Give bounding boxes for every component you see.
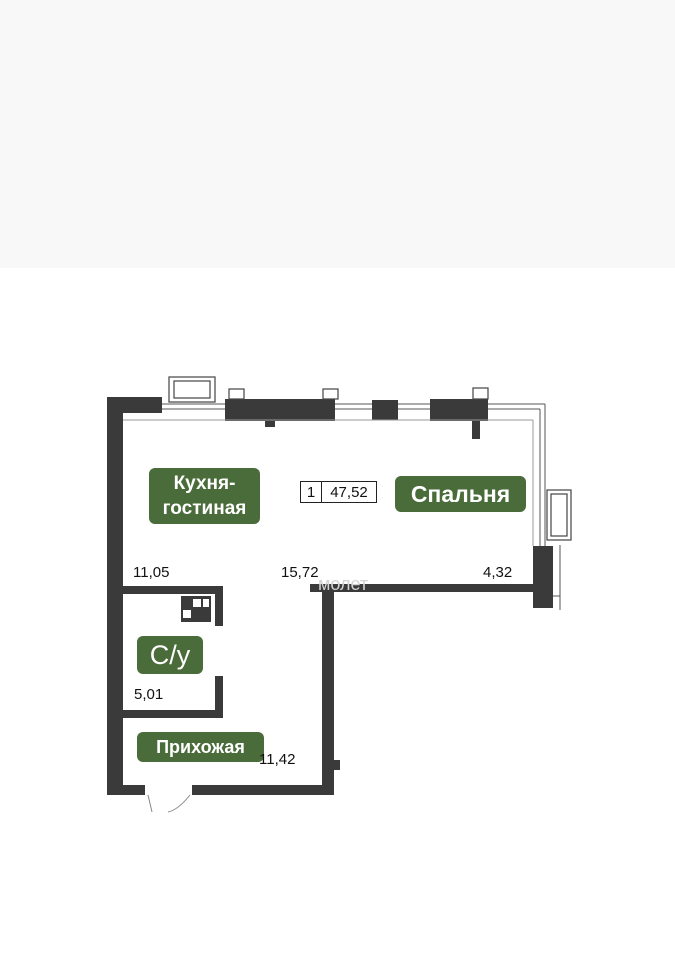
wall-bottom-left: [107, 785, 145, 795]
total-area: 47,52: [322, 481, 377, 503]
wall-wc-top: [123, 586, 223, 594]
area-bedroom: 15,72: [281, 564, 319, 581]
entrance-door: [147, 794, 191, 813]
room-label-kitchen-living: Кухня- гостиная: [149, 468, 260, 524]
room-label-bathroom: С/у: [137, 636, 203, 674]
area-kitchen-living: 11,05: [133, 564, 170, 581]
wall-top-pier-1: [225, 399, 335, 421]
window-lines: [123, 403, 561, 610]
walls: [107, 397, 553, 795]
area-bathroom: 5,01: [134, 686, 164, 703]
wall-wc-bottom: [123, 710, 223, 718]
wall-corridor-right: [322, 588, 334, 795]
rooms-count: 1: [300, 481, 322, 503]
wall-pier-drop-1: [265, 415, 275, 427]
wall-wc-right-top: [215, 586, 223, 626]
room-label-kitchen-line1: Кухня-: [173, 473, 236, 494]
wall-right-column: [533, 546, 553, 608]
radiator-1: [168, 376, 216, 403]
wall-wc-right-bottom: [215, 676, 223, 718]
wall-bedroom-bottom: [310, 584, 535, 592]
radiator-4: [472, 387, 489, 400]
room-label-hallway: Прихожая: [137, 732, 264, 762]
radiators: [168, 376, 572, 541]
wall-top-left: [107, 397, 162, 413]
room-label-bedroom: Спальня: [395, 476, 526, 512]
wall-pier-drop-2: [472, 415, 480, 439]
watermark: молет: [318, 574, 369, 594]
wall-top-pier-2: [372, 400, 398, 420]
apartment-summary-badge: 1 47,52: [300, 481, 377, 503]
wall-bottom-right: [192, 785, 334, 795]
area-hallway: 11,42: [259, 751, 296, 768]
wall-corridor-stub: [334, 760, 340, 770]
top-blank-area: [0, 0, 675, 268]
radiator-2: [228, 388, 245, 400]
room-label-kitchen-line2: гостиная: [162, 498, 247, 519]
area-balcony: 4,32: [483, 564, 513, 581]
wall-left: [107, 397, 123, 795]
shaft-detail: [183, 599, 209, 618]
radiator-5: [546, 489, 572, 541]
radiator-3: [322, 388, 339, 400]
